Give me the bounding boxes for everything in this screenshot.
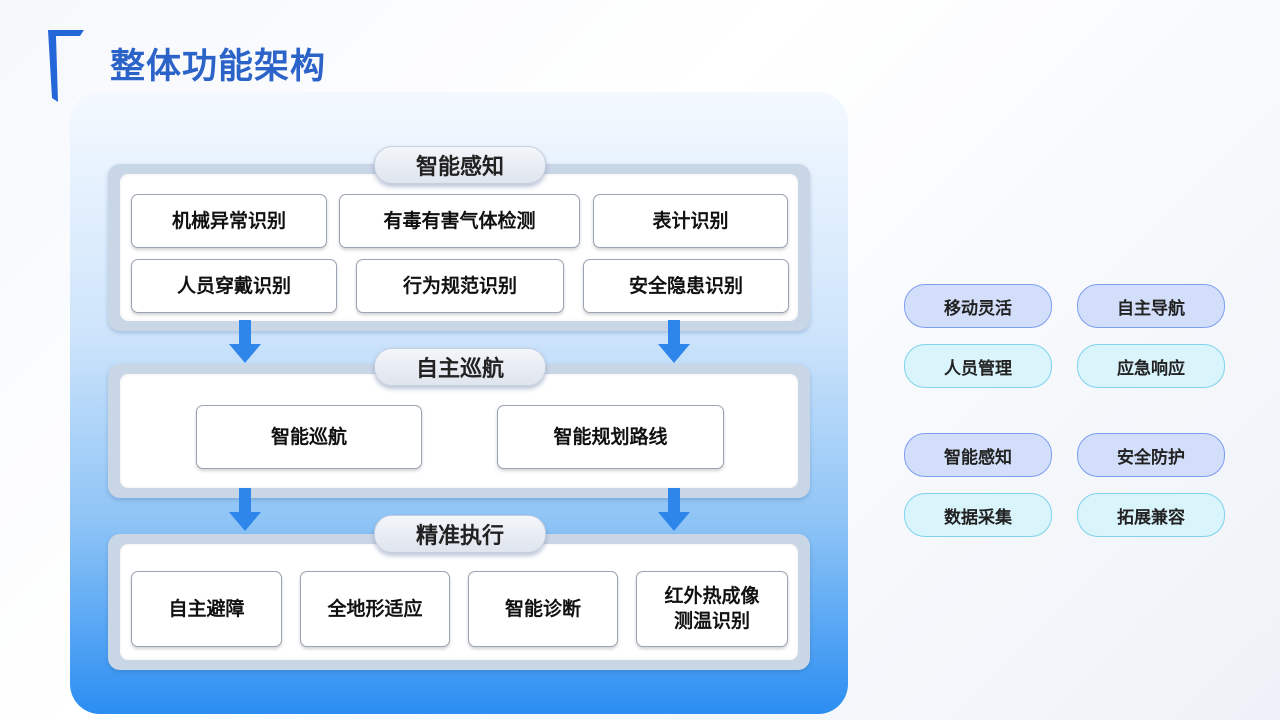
feature-tag: 安全防护: [1077, 433, 1225, 477]
perception-item: 行为规范识别: [356, 259, 564, 313]
perception-header: 智能感知: [374, 146, 546, 184]
execution-item: 智能诊断: [468, 571, 618, 647]
navigation-item: 智能规划路线: [497, 405, 724, 469]
feature-tag: 移动灵活: [904, 284, 1052, 328]
perception-item: 表计识别: [593, 194, 788, 248]
perception-item: 有毒有害气体检测: [339, 194, 580, 248]
execution-header: 精准执行: [374, 515, 546, 553]
arrow-down-icon: [229, 320, 261, 363]
perception-item: 安全隐患识别: [583, 259, 789, 313]
feature-tag: 人员管理: [904, 344, 1052, 388]
page-title: 整体功能架构: [110, 47, 327, 87]
feature-tag: 拓展兼容: [1077, 493, 1225, 537]
corner-bracket-icon: [48, 30, 84, 102]
execution-item: 自主避障: [131, 571, 282, 647]
navigation-header: 自主巡航: [374, 348, 546, 386]
arrow-down-icon: [658, 488, 690, 531]
perception-item: 人员穿戴识别: [131, 259, 337, 313]
navigation-item: 智能巡航: [196, 405, 422, 469]
feature-tag: 自主导航: [1077, 284, 1225, 328]
feature-tag: 智能感知: [904, 433, 1052, 477]
perception-item: 机械异常识别: [131, 194, 327, 248]
feature-tag: 应急响应: [1077, 344, 1225, 388]
execution-item: 全地形适应: [300, 571, 450, 647]
arrow-down-icon: [658, 320, 690, 363]
arrow-down-icon: [229, 488, 261, 531]
feature-tag: 数据采集: [904, 493, 1052, 537]
execution-item: 红外热成像 测温识别: [636, 571, 788, 647]
